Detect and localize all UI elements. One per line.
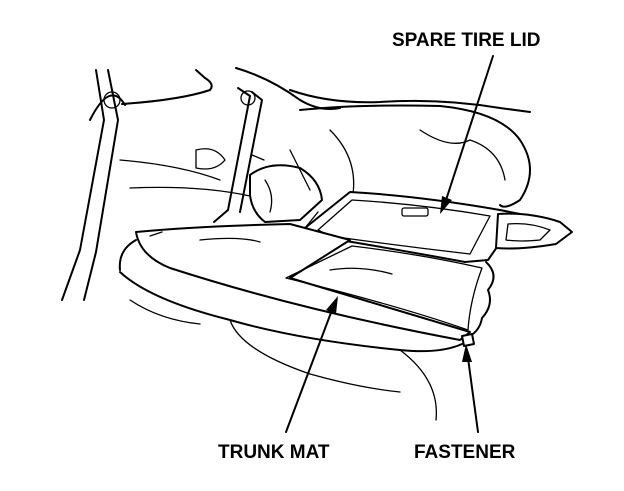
side-flap bbox=[469, 212, 573, 337]
trunk-back-wall bbox=[119, 104, 531, 208]
left-pillar bbox=[61, 69, 126, 301]
label-fastener: FASTENER bbox=[414, 442, 516, 463]
spare-tire-lid bbox=[304, 191, 521, 263]
leader-fastener bbox=[462, 344, 479, 433]
lower-body bbox=[118, 239, 463, 421]
rear-seat-back bbox=[249, 164, 323, 223]
label-trunk-mat: TRUNK MAT bbox=[218, 442, 330, 463]
label-spare-tire-lid: SPARE TIRE LID bbox=[392, 30, 541, 51]
leader-trunk-mat bbox=[285, 296, 338, 433]
rear-window-frame bbox=[121, 67, 531, 113]
fastener-clip bbox=[461, 333, 475, 347]
seat-belt bbox=[213, 87, 265, 223]
trunk-mat-panel bbox=[135, 223, 483, 341]
leader-spare-tire-lid bbox=[440, 55, 494, 214]
